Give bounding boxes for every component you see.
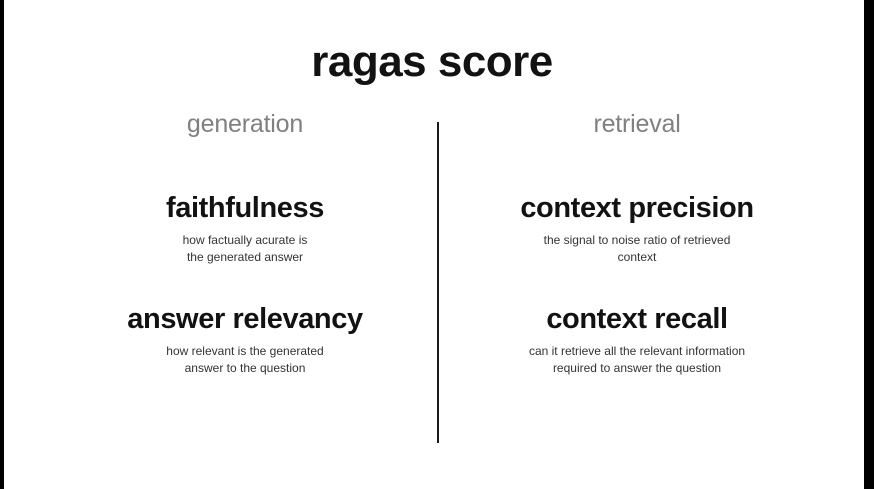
metric-description-line: can it retrieve all the relevant informa… <box>528 344 746 358</box>
slide-canvas: ragas score generation faithfulness how … <box>4 0 864 489</box>
metric-description: the signal to noise ratio of retrieved c… <box>472 232 802 266</box>
metric-description: how relevant is the generated answer to … <box>80 343 410 377</box>
metric-description-line: how relevant is the generated <box>166 344 324 358</box>
metric-faithfulness: faithfulness how factually acurate is th… <box>80 194 410 266</box>
metric-description: how factually acurate is the generated a… <box>80 232 410 266</box>
column-divider <box>437 122 439 443</box>
metric-description: can it retrieve all the relevant informa… <box>472 343 802 377</box>
metric-name: faithfulness <box>166 192 324 224</box>
metric-description-line: required to answer the question <box>552 361 722 376</box>
metric-context-precision: context precision the signal to noise ra… <box>472 194 802 266</box>
metric-description-line: answer to the question <box>184 361 306 376</box>
metric-description-line: the signal to noise ratio of retrieved <box>543 233 731 247</box>
column-retrieval: retrieval context precision the signal t… <box>472 110 802 376</box>
column-header-generation: generation <box>186 110 304 138</box>
column-header-retrieval: retrieval <box>593 110 681 138</box>
metric-description-line: how factually acurate is <box>182 233 308 247</box>
metric-description-line: the generated answer <box>186 250 304 265</box>
metric-context-recall: context recall can it retrieve all the r… <box>472 305 802 377</box>
metric-name: answer relevancy <box>127 303 363 335</box>
page-title: ragas score <box>311 37 553 86</box>
metric-description-line: context <box>617 250 657 265</box>
column-generation: generation faithfulness how factually ac… <box>80 110 410 376</box>
metric-answer-relevancy: answer relevancy how relevant is the gen… <box>80 305 410 377</box>
metric-name: context precision <box>520 192 754 224</box>
metric-name: context recall <box>546 303 728 335</box>
